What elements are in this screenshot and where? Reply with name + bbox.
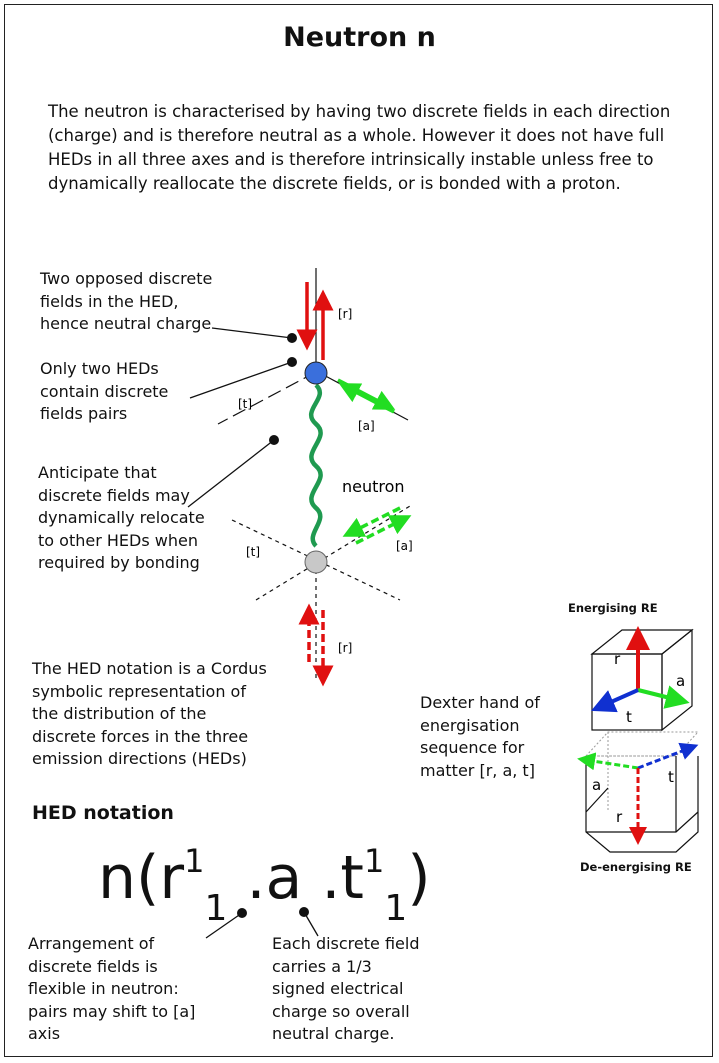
label-a-top: [a] [358,419,375,433]
annotation-line: neutral charge. [272,1024,395,1043]
label-neutron: neutron [342,477,405,496]
annotation-line: pairs may shift to [a] [28,1001,196,1021]
green-dashed-arrow-in [342,506,401,537]
annotation-line: symbolic representation of [32,681,246,701]
cube-bottom-a-arrow [577,752,639,771]
energising-caption: Energising RE [568,601,658,615]
cube-top-a-label: a [676,672,685,690]
annotation-line: the distribution of the [32,704,207,723]
cube-top-t-label: t [626,708,632,726]
annotation-line: Only two HEDs [40,359,159,378]
green-dashed-arrow-out [355,515,412,545]
annotation-line: required by bonding [38,553,200,572]
green-arrow-out [337,378,396,410]
annotation-line: Anticipate that [38,463,157,482]
annotation-line: fields in the HED, [40,291,179,311]
formula-t-sup: 1 [363,842,385,880]
hed-node-top [304,361,328,385]
neutron-bond-wave [308,383,323,548]
annotation-line: Each discrete field [272,934,420,953]
hed-notation-heading: HED notation [32,802,174,824]
annotation-line: Arrangement of [28,934,155,953]
annotation-line: charge so overall [272,1001,410,1021]
page-title: Neutron n [283,22,436,53]
cube-top-a-arrow [637,685,690,709]
energising-cube: r a t [590,626,694,732]
annotation-line: to other HEDs when [38,530,198,550]
annotation-line: matter [r, a, t] [420,760,535,780]
leader-line [211,327,293,339]
green-arrow-in [338,383,395,414]
intro-paragraph: The neutron is characterised by having t… [48,102,671,193]
annotation-line: dynamically relocate [38,508,205,527]
formula-r-sub: 1 [204,888,228,929]
t-axis-bottom [231,519,401,601]
arrangement-annotation: Arrangement of discrete fields is flexib… [28,933,195,1046]
annotation-line: signed electrical [272,979,404,998]
annotation-line: Two opposed discrete [40,269,213,288]
cube-bottom-a-label: a [592,776,601,794]
formula-t-sub: 1 [384,888,408,929]
annotation-line: fields pairs [40,404,128,423]
cube-top-t-arrow [591,688,639,713]
label-r-top: [r] [338,307,352,321]
cube-bottom-r-label: r [616,808,623,826]
annotation-line: carries a 1/3 [272,956,372,976]
annotation-line: discrete forces in the three [32,726,249,746]
leader-dot [237,908,247,918]
label-a-bottom: [a] [396,539,413,553]
label-r-bottom: [r] [338,641,352,655]
leader-dot [269,435,279,445]
hed-notation-formula: n(r11 .a .t11) [98,845,431,927]
annotation-line: emission directions (HEDs) [32,749,247,768]
leader-dot [299,907,309,917]
formula-r-sup: 1 [184,842,205,880]
notation-description: The HED notation is a Cordus symbolic re… [32,658,267,771]
leader-dot [287,357,297,367]
anticipate-annotation: Anticipate that discrete fields may dyna… [38,462,205,575]
cube-bottom-t-label: t [668,768,674,786]
leader-dot [287,333,297,343]
annotation-line: axis [28,1024,61,1043]
deenergising-caption: De-energising RE [580,860,692,874]
label-t-top: [t] [238,397,252,411]
label-t-bottom: [t] [246,545,260,559]
annotation-line: discrete fields is [28,956,158,976]
formula-close: ) [407,843,431,913]
cube-bottom-t-arrow [637,742,699,770]
hed-node-bottom [304,550,328,574]
annotation-line: contain discrete [40,381,169,401]
formula-a-t: .a .t [227,843,364,913]
two-heds-annotation: Only two HEDs contain discrete fields pa… [40,358,168,426]
opposed-fields-annotation: Two opposed discrete fields in the HED, … [40,268,212,336]
page-frame [4,4,713,1057]
annotation-line: The HED notation is a Cordus [32,659,267,678]
each-field-annotation: Each discrete field carries a 1/3 signed… [272,933,419,1046]
annotation-line: Dexter hand of [420,693,540,712]
annotation-line: hence neutral charge [40,314,212,333]
annotation-line: flexible in neutron: [28,979,179,998]
leader-line [205,912,243,939]
leader-line [187,439,275,508]
annotation-line: energisation [420,715,520,735]
annotation-line: sequence for [420,738,525,757]
deenergising-cube: a t r [577,731,700,853]
dexter-annotation: Dexter hand of energisation sequence for… [420,692,540,782]
cube-top-r-label: r [614,650,621,668]
leader-line [189,361,293,399]
t-axis-top [217,371,317,425]
annotation-line: discrete fields may [38,485,190,505]
formula-n: n(r [98,843,185,913]
a-axis-bottom [255,505,411,601]
